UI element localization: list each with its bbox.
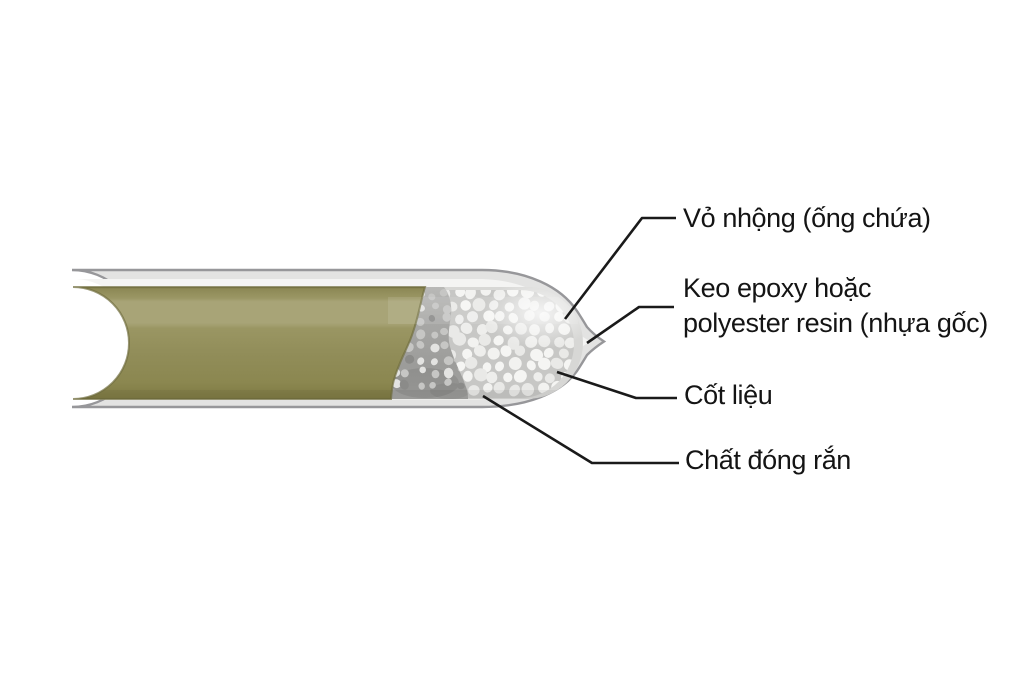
leader-lines	[482, 216, 679, 465]
resin-fill	[72, 286, 427, 400]
leader-line-aggregate	[556, 370, 677, 400]
label-hardener: Chất đóng rắn	[685, 445, 851, 475]
label-capsule-shell: Vỏ nhộng (ống chứa)	[683, 203, 931, 233]
leader-line-hardener	[482, 394, 679, 465]
resin-gloss-highlight	[25, 290, 77, 339]
leader-line-shell	[563, 216, 676, 320]
label-aggregate: Cốt liệu	[684, 380, 773, 410]
content-bottom-shadow	[74, 390, 578, 399]
label-epoxy-resin: Keo epoxy hoặc polyester resin (nhựa gốc…	[683, 273, 988, 338]
leader-line-resin	[586, 305, 674, 345]
